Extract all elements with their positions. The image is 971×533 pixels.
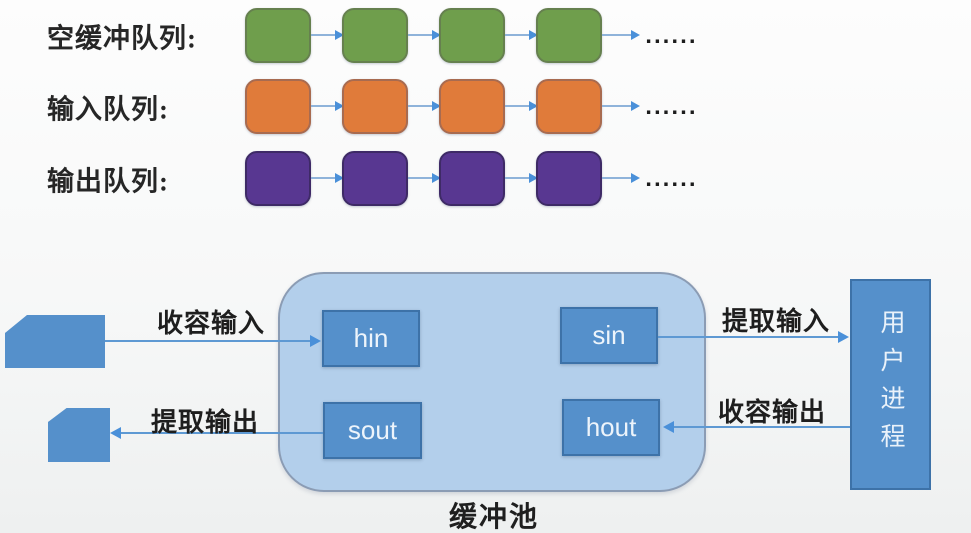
slot-hin-label: hin [353, 323, 389, 353]
buffer-node [342, 151, 408, 206]
queue-label: 输入队列: [47, 94, 169, 125]
queue-row: 空缓冲队列:...... [0, 8, 971, 64]
queue-connector-arrow [602, 173, 640, 183]
slot-hout-label: hout [585, 412, 637, 442]
user-process-label: 用户进程 [877, 308, 904, 461]
queue-connector-arrow [505, 101, 538, 111]
label-extract-input: 提取输入 [721, 307, 830, 336]
queue-ellipsis: ...... [645, 96, 698, 119]
buffer-node [245, 79, 311, 134]
buffer-node [245, 151, 311, 206]
arrow-receive-output [663, 421, 850, 433]
slot-hin: hin [322, 310, 420, 367]
queue-row: 输出队列:...... [0, 151, 971, 207]
arrow-extract-input [658, 331, 849, 343]
slot-sout-label: sout [347, 415, 398, 445]
queue-connector-arrow [505, 30, 538, 40]
buffer-pool [278, 272, 706, 492]
queues-section: 空缓冲队列:......输入队列:......输出队列:...... [0, 0, 971, 225]
queue-connector-arrow [505, 173, 538, 183]
arrow-extract-output [110, 427, 323, 439]
queue-label: 输出队列: [47, 166, 169, 197]
buffer-node [439, 79, 505, 134]
queue-connector-arrow [602, 101, 640, 111]
buffer-node [439, 8, 505, 63]
queue-connector-arrow [311, 101, 344, 111]
output-device-shape [48, 408, 110, 462]
user-process-box: 用户进程 [850, 279, 931, 490]
buffer-node [536, 151, 602, 206]
slot-sin: sin [560, 307, 658, 364]
queue-label: 空缓冲队列: [47, 23, 197, 54]
queue-connector-arrow [311, 173, 344, 183]
queue-connector-arrow [311, 30, 344, 40]
input-device-shape [5, 315, 105, 368]
slot-hout: hout [562, 399, 660, 456]
label-receive-output: 收容输出 [717, 398, 826, 427]
queue-connector-arrow [602, 30, 640, 40]
arrow-receive-input [105, 335, 321, 347]
queue-ellipsis: ...... [645, 25, 698, 48]
queue-ellipsis: ...... [645, 168, 698, 191]
queue-row: 输入队列:...... [0, 79, 971, 135]
queue-connector-arrow [408, 101, 441, 111]
queue-connector-arrow [408, 30, 441, 40]
slot-sout: sout [323, 402, 422, 459]
buffer-node [245, 8, 311, 63]
buffer-node [342, 8, 408, 63]
buffer-node [342, 79, 408, 134]
label-extract-output: 提取输出 [150, 408, 259, 437]
buffer-node [536, 8, 602, 63]
slot-sin-label: sin [592, 320, 626, 350]
buffer-node [536, 79, 602, 134]
queue-connector-arrow [408, 173, 441, 183]
buffer-node [439, 151, 505, 206]
pool-label: 缓冲池 [448, 502, 539, 533]
label-receive-input: 收容输入 [156, 309, 265, 338]
